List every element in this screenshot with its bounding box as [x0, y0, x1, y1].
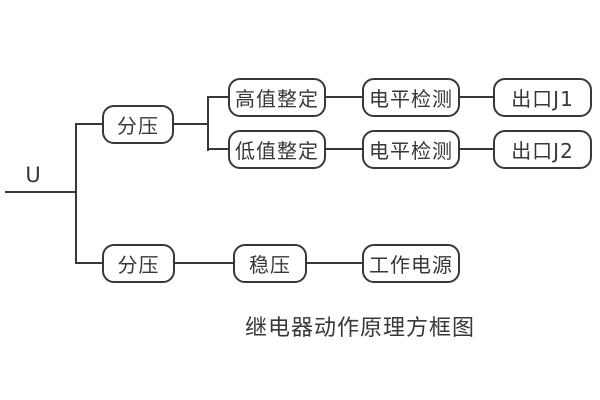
node-voltage-regulator: 稳压 — [233, 244, 307, 283]
node-level-detect-1: 电平检测 — [362, 78, 460, 117]
connector-detect1-to-j1 — [460, 96, 493, 98]
connector-detect2-to-j2 — [460, 148, 493, 150]
connector-divider-to-regulator — [175, 262, 233, 264]
node-working-power: 工作电源 — [362, 244, 460, 283]
node-low-value-setting: 低值整定 — [228, 130, 326, 169]
diagram-caption: 继电器动作原理方框图 — [245, 316, 476, 341]
connector-splitter-vertical — [207, 96, 209, 151]
connector-input-line — [5, 191, 76, 193]
node-voltage-divider-top: 分压 — [102, 105, 174, 144]
node-voltage-divider-bottom: 分压 — [102, 244, 175, 283]
connector-splitter-to-lowset — [207, 148, 228, 150]
connector-branch-top — [75, 123, 102, 125]
connector-regulator-to-power — [307, 262, 362, 264]
node-output-j2: 出口J2 — [493, 130, 592, 169]
connector-highset-to-detect1 — [326, 96, 362, 98]
connector-trunk-vertical — [75, 123, 77, 264]
connector-lowset-to-detect2 — [326, 148, 362, 150]
node-output-j1: 出口J1 — [493, 78, 592, 117]
node-level-detect-2: 电平检测 — [362, 130, 460, 169]
node-high-value-setting: 高值整定 — [228, 78, 326, 117]
connector-branch-bottom — [75, 262, 102, 264]
input-voltage-label: U — [25, 163, 41, 187]
connector-divider-to-splitter — [174, 123, 208, 125]
connector-splitter-to-highset — [207, 96, 228, 98]
